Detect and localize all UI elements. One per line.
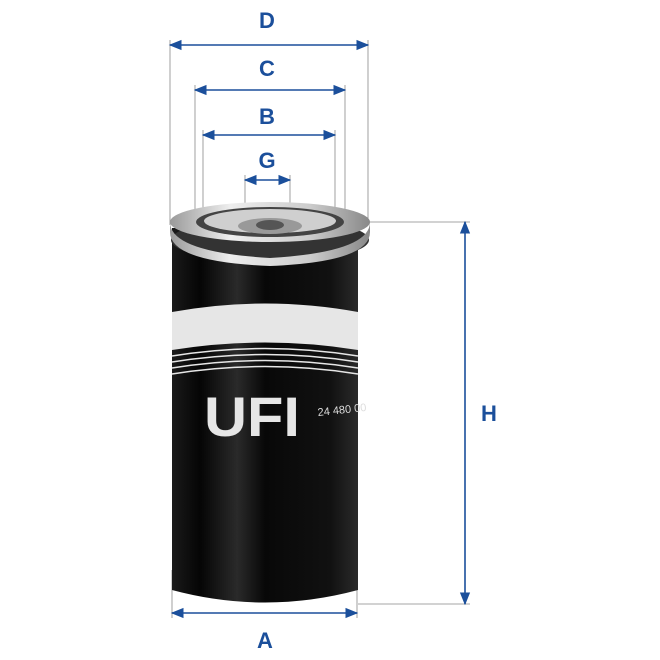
dimension-label-c: C: [259, 56, 275, 81]
oil-filter-image: UFI 24 480 00: [170, 202, 370, 603]
filter-rim: [170, 222, 370, 266]
dimension-arrows: [168, 39, 471, 619]
dimension-label-a: A: [257, 628, 273, 653]
label-band: [172, 303, 358, 350]
band-stripes: [171, 347, 359, 375]
part-number: 24 480 00: [317, 402, 367, 419]
dimension-label-b: B: [259, 104, 275, 129]
dimension-label-g: G: [258, 148, 275, 173]
dimension-label-d: D: [259, 8, 275, 33]
brand-logo: UFI: [204, 385, 300, 448]
dimension-label-h: H: [481, 401, 497, 426]
